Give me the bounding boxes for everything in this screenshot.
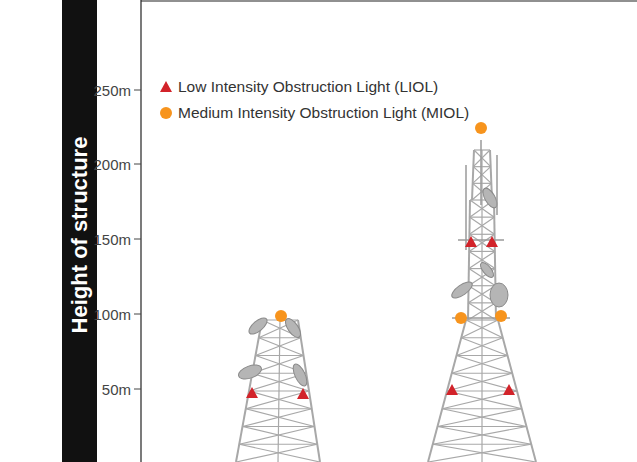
tick-mark (134, 389, 141, 390)
tower-brace (239, 427, 314, 445)
platform (458, 239, 504, 241)
tower-section (236, 320, 320, 462)
legend-label: Medium Intensity Obstruction Light (MIOL… (178, 104, 469, 122)
tick-mark (134, 239, 141, 240)
antenna-mast (465, 165, 467, 250)
dish-antenna (490, 283, 508, 307)
tower-brace (256, 338, 301, 356)
tick-mark (134, 90, 141, 91)
tower-brace (259, 338, 304, 356)
miol-light (455, 312, 467, 324)
tower-brace (433, 444, 536, 462)
axis-line (140, 0, 141, 462)
tick-mark (134, 314, 141, 315)
miol-light (275, 310, 287, 322)
legend-triangle (160, 81, 172, 92)
tower-brace (428, 444, 531, 462)
tower-section (428, 320, 536, 462)
tick-label: 200m (93, 156, 131, 173)
tower-brace (236, 444, 317, 462)
tower-rung (442, 408, 522, 409)
tower-brace (246, 409, 315, 427)
axis-band (62, 0, 97, 462)
liol-light (446, 384, 458, 395)
tower-brace (473, 167, 491, 184)
tower-brace (461, 338, 507, 356)
tower-rung (249, 390, 309, 391)
tower-brace (442, 409, 526, 427)
tower-leg (472, 150, 474, 200)
liol-light (246, 387, 258, 398)
tower-rung (474, 149, 490, 150)
tower-brace (474, 150, 491, 167)
legend-circle (160, 107, 172, 119)
tower-brace (457, 338, 503, 356)
tower-rung (452, 373, 513, 374)
tower-brace (457, 356, 513, 374)
tower-brace (433, 427, 527, 445)
tower-rung (469, 234, 494, 235)
tick-label: 250m (93, 82, 131, 99)
dish-antenna (449, 279, 474, 301)
antenna-masts (452, 140, 510, 318)
liol-light (486, 236, 498, 247)
legend-label: Low Intensity Obstruction Light (LIOL) (178, 78, 438, 96)
antenna-mast (480, 140, 482, 205)
tower-brace (470, 217, 495, 234)
tower-rung (259, 337, 301, 338)
tower-rung (457, 355, 508, 356)
obstruction-lights (246, 122, 515, 399)
axis-title: Height of structure (67, 137, 93, 334)
dish-antenna (478, 261, 496, 280)
legend-markers (160, 81, 172, 119)
tower-rung (246, 408, 312, 409)
liol-light (465, 236, 477, 247)
miol-light (495, 310, 507, 322)
tick-label: 150m (93, 231, 131, 248)
tower-brace (438, 427, 532, 445)
tower-rung (438, 426, 527, 427)
tower-brace (466, 320, 503, 338)
tower-brace (438, 409, 522, 427)
tower-brace (447, 373, 512, 391)
tick-label: 100m (93, 306, 131, 323)
tower-brace (461, 320, 498, 338)
tower-rung (256, 355, 304, 356)
liol-light (297, 388, 309, 399)
tower-rung (243, 426, 315, 427)
tick-mark (134, 164, 141, 165)
towers (236, 150, 536, 462)
tick-label: 50m (102, 381, 131, 398)
frame-line (141, 0, 637, 1)
tower-rung (433, 444, 532, 445)
tower-rung (239, 444, 317, 445)
tick-marks (134, 90, 141, 389)
tower-brace (243, 427, 318, 445)
tower-rung (461, 337, 503, 338)
tower-rung (473, 183, 492, 184)
dish-antennas (237, 186, 508, 388)
tower-rung (473, 166, 490, 167)
tower-brace (239, 444, 320, 462)
tower-rung (469, 251, 495, 252)
tower-brace (452, 356, 508, 374)
miol-light (475, 122, 487, 134)
antenna-mast (496, 155, 498, 215)
dish-antenna (237, 362, 264, 381)
tower-rung (470, 217, 495, 218)
liol-light (503, 384, 515, 395)
tower-rung (466, 319, 498, 320)
dish-antenna (290, 362, 309, 388)
tower-brace (243, 409, 312, 427)
dish-antenna (246, 315, 269, 337)
tower-brace (469, 217, 494, 234)
